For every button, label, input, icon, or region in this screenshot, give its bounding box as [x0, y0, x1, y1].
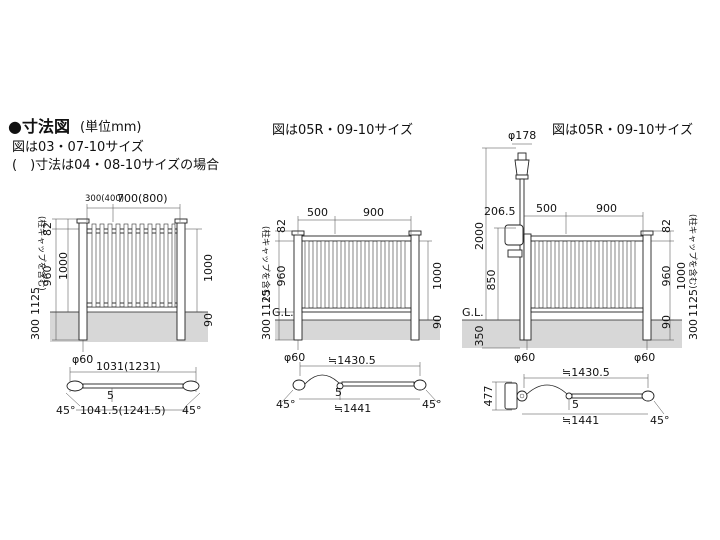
- fig1-slats: [91, 223, 176, 308]
- fig3-post-left: [523, 233, 532, 341]
- fig2-dim-90: 90: [431, 315, 444, 329]
- fig1-plan-post-left: [66, 380, 84, 392]
- lamp-pole: [519, 178, 525, 341]
- fig3-dim-1000: 1000: [675, 262, 688, 290]
- fig1-dim-1000-right: 1000: [202, 254, 215, 282]
- fig2-top-rail: [301, 235, 412, 242]
- fig1-width-top: 1031(1231): [96, 360, 161, 373]
- fig2-plan-post-right: [413, 379, 427, 391]
- fig1-post-left: [78, 221, 88, 341]
- fig1-plan-panel: [82, 383, 184, 389]
- drawing-title: ●寸法図: [8, 117, 70, 136]
- fig2-ground: [275, 320, 440, 340]
- fig2-plan-5: 5: [335, 386, 342, 399]
- fig2-dim-1125: 1125: [260, 289, 273, 317]
- fig2-angle-right: 45°: [422, 398, 442, 411]
- fig3-angle-right: 45°: [650, 414, 670, 427]
- fig3-caption: 図は05R・09-10サイズ: [552, 122, 693, 138]
- fig2-width-top: ≒1430.5: [328, 354, 376, 367]
- fig1-plan: 1031(1231) 5 45° 1041.5(1241.5) 45°: [56, 360, 202, 417]
- fig1-dim-pitch: 700(800): [117, 192, 168, 205]
- fig3-dim-350: 350: [473, 326, 486, 347]
- fig1-cap-right: [174, 218, 188, 224]
- fig2-post-right: [410, 233, 420, 341]
- fig3-dim-2000: 2000: [473, 222, 486, 250]
- fig1-dim-spacing: 300(400): [85, 194, 124, 204]
- fig2-dim-82: 82: [275, 219, 288, 233]
- fig3-lamp-diameter: φ178: [508, 129, 536, 142]
- fig3-plan-panel: [571, 393, 645, 399]
- fig3-dim-206-5: 206.5: [484, 205, 516, 218]
- fig3-dim-900: 900: [596, 202, 617, 215]
- fig2-post-diameter: φ60: [284, 351, 305, 364]
- fig1-cap-left: [76, 218, 90, 224]
- fig3-post-diameter-right: φ60: [634, 351, 655, 364]
- fig2-caption: 図は05R・09-10サイズ: [272, 122, 413, 138]
- fig3-post-diameter-left: φ60: [514, 351, 535, 364]
- fig3-plan-5: 5: [572, 398, 579, 411]
- fig2-dim-300: 300: [260, 319, 273, 340]
- fig1-elevation: 300(400) 700(800) 82 960 1000 300 1125 (…: [29, 192, 215, 366]
- fig1-width-bottom: 1041.5(1241.5): [80, 404, 166, 417]
- fig2-dim-960: 960: [275, 266, 288, 287]
- size-note: 図は03・07-10サイズ: [12, 139, 144, 155]
- fig1-angle-left: 45°: [56, 404, 76, 417]
- fig3-dim-300: 300: [687, 319, 700, 340]
- fig1-plan-5: 5: [107, 389, 114, 402]
- fig3-plan-lamp-post: [516, 390, 528, 402]
- fig3-dim-1125: 1125: [687, 289, 700, 317]
- fig2-angle-left: 45°: [276, 398, 296, 411]
- fig3-dim-960: 960: [660, 266, 673, 287]
- fig3-dim-82: 82: [660, 219, 673, 233]
- fig2-width-bottom: ≒1441: [334, 402, 371, 415]
- fig1-dim-300: 300: [29, 319, 42, 340]
- fig1-dim-1125: 1125: [29, 287, 42, 315]
- fig3-cap-note: (柱キャップを含む): [687, 214, 698, 289]
- fig1-dim-90: 90: [202, 313, 215, 327]
- fig3-width-bottom: ≒1441: [562, 414, 599, 427]
- fig3-dim-90: 90: [660, 315, 673, 329]
- fig3-elevation: 500 900 206.5 2000 850 350 G.L. 82 960 1…: [462, 143, 700, 364]
- fig1-post-right: [176, 221, 186, 341]
- fig2-slats: [304, 240, 406, 309]
- fig3-bottom-rail: [530, 307, 644, 313]
- fig3-plan-arc: [526, 384, 568, 395]
- lamp-head: [514, 159, 530, 176]
- fig1-dim-1000-left: 1000: [57, 252, 70, 280]
- fig2-elevation: 500 900 82 960 300 1125 (柱キャップを含む) G.L. …: [260, 206, 444, 364]
- fig1-post-diameter: φ60: [72, 353, 93, 366]
- fig2-post-left: [293, 233, 303, 341]
- fig1-dim-960: 960: [41, 266, 54, 287]
- fig2-plan-post-left: [292, 379, 306, 391]
- fig2-plan-arc: [304, 374, 341, 385]
- fig1-angle-right: 45°: [182, 404, 202, 417]
- fig3-dim-850: 850: [485, 270, 498, 291]
- fig2-bottom-rail: [301, 307, 412, 313]
- fig2-gl-label: G.L.: [272, 306, 294, 319]
- fig3-width-top: ≒1430.5: [562, 366, 610, 379]
- fig2-plan-panel: [341, 381, 415, 387]
- fig2-cap-note: (柱キャップを含む): [260, 226, 271, 301]
- unit-note: (単位mm): [80, 119, 141, 135]
- fig2-dim-1000: 1000: [431, 262, 444, 290]
- fig2-dim-900: 900: [363, 206, 384, 219]
- fig1-plan-post-right: [182, 380, 200, 392]
- fig1-dim-82: 82: [41, 222, 54, 236]
- alt-size-note: ( )寸法は04・08-10サイズの場合: [12, 157, 219, 173]
- fig3-plan-mailbox: [504, 382, 518, 410]
- fig1-cap-note: (柱キャップを含む): [36, 216, 47, 291]
- fig3-dim-477: 477: [482, 386, 495, 407]
- fig3-dim-500: 500: [536, 202, 557, 215]
- fig3-slats: [534, 240, 636, 309]
- mailbox: [504, 224, 524, 246]
- fig3-gl-label: G.L.: [462, 306, 484, 319]
- fig3-plan: ≒1430.5 477 5 ≒1441 45°: [482, 366, 670, 427]
- fig2-dim-500: 500: [307, 206, 328, 219]
- fig3-top-rail: [530, 235, 644, 242]
- fig3-plan-post-right: [641, 390, 655, 402]
- fig3-post-right: [642, 233, 652, 341]
- fig2-plan: ≒1430.5 5 45° ≒1441 45°: [276, 354, 442, 415]
